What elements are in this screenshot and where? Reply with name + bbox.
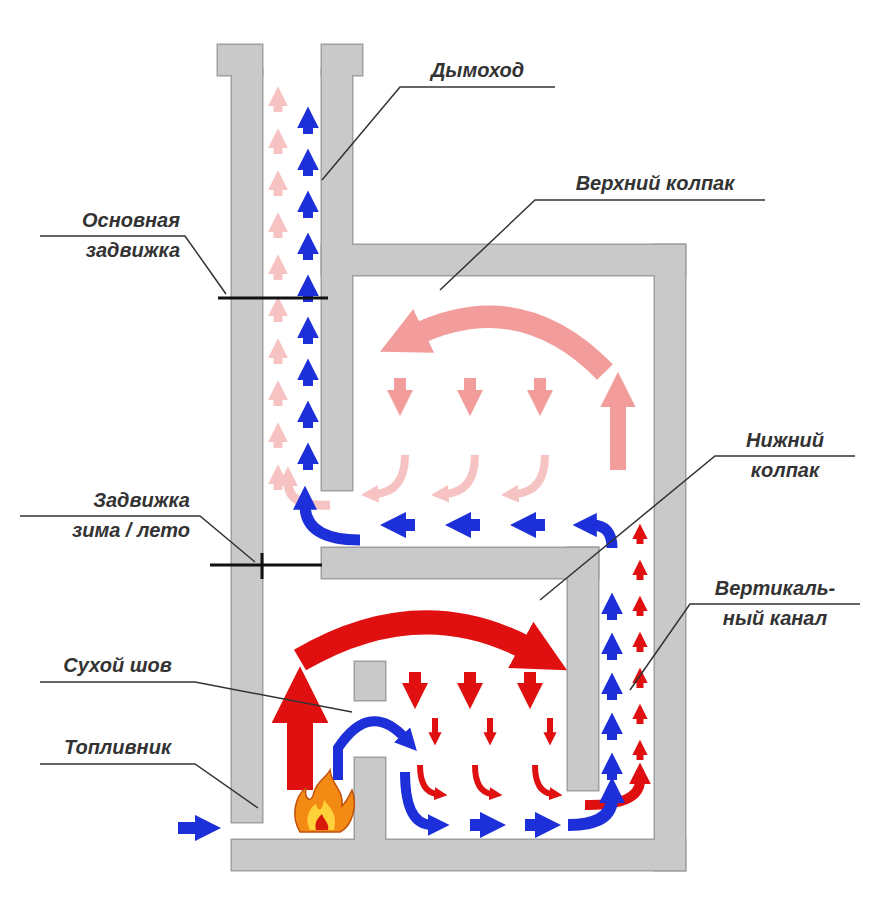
callout-label: Топливник [40, 732, 195, 762]
flow-arrow [274, 438, 283, 448]
flow-arrow [420, 765, 437, 794]
flow-arrow [274, 228, 283, 238]
flow-arrow [274, 270, 283, 280]
flow-arrow [607, 610, 617, 620]
flow-arrow [432, 718, 438, 735]
flow-arrow [607, 730, 617, 740]
flow-arrow [535, 765, 552, 794]
flow-arrow [303, 124, 313, 134]
callout-label: Основная задвижка [40, 205, 180, 265]
flow-arrow [547, 718, 553, 735]
callout-label: Задвижка зима / лето [55, 485, 190, 545]
flow-arrow [637, 572, 644, 580]
flow-arrow [274, 186, 283, 196]
flow-arrow [524, 672, 536, 688]
flow-arrow [607, 690, 617, 700]
flow-arrow [338, 721, 405, 780]
flow-arrow [401, 519, 415, 531]
stove-walls [218, 45, 685, 870]
flow-arrow [607, 770, 617, 780]
flow-arrow [303, 460, 313, 470]
flow-arrow [300, 622, 530, 660]
flow-arrow [303, 376, 313, 386]
callout-label: Вертикаль- ный канал [705, 573, 845, 633]
flow-arrow [637, 680, 644, 688]
flow-arrow [568, 798, 612, 825]
flow-arrow [274, 312, 283, 322]
flow-arrow [415, 317, 605, 372]
flow-arrow [305, 505, 360, 540]
flow-arrow [637, 716, 644, 724]
callout-label: Сухой шов [40, 650, 195, 680]
flow-arrow [178, 822, 200, 834]
flow-arrow [405, 772, 432, 825]
flow-arrow [487, 718, 493, 735]
flow-arrow [470, 819, 485, 831]
flow-arrow [274, 102, 283, 112]
flow-arrow [607, 650, 617, 660]
flow-arrow [274, 480, 283, 490]
flow-arrow [534, 378, 546, 395]
flow-arrow [274, 396, 283, 406]
callout-label: Дымоход [400, 55, 555, 85]
flow-arrow [610, 400, 626, 470]
flow-arrow [303, 250, 313, 260]
flow-arrow [288, 482, 330, 505]
flow-arrow [475, 765, 492, 794]
flow-arrow [637, 752, 644, 760]
callout-label: Верхний колпак [545, 168, 765, 198]
fire [295, 770, 354, 832]
flow-arrow [409, 672, 421, 688]
leader-lines [20, 87, 860, 808]
flow-arrow [274, 354, 283, 364]
flow-arrow [531, 519, 545, 531]
flow-arrow [375, 455, 405, 494]
callout-label: Нижний колпак [730, 425, 840, 485]
flow-arrow [637, 536, 644, 544]
flow-arrow [592, 525, 612, 548]
flow-arrow [525, 819, 540, 831]
flow-arrow [466, 519, 480, 531]
flow-arrow [394, 378, 406, 395]
flow-arrow [637, 644, 644, 652]
flow-arrow [274, 144, 283, 154]
flow-arrow [287, 712, 313, 790]
flow-arrow [445, 455, 475, 494]
flow-arrow [464, 672, 476, 688]
flow-arrow [303, 166, 313, 176]
flow-arrow [464, 378, 476, 395]
flow-arrow [303, 208, 313, 218]
damper-lines [210, 298, 328, 579]
flow-arrow [637, 608, 644, 616]
flow-arrow [303, 334, 313, 344]
flow-arrow [515, 455, 545, 494]
flow-arrow [303, 418, 313, 428]
flow-arrows [178, 102, 640, 828]
